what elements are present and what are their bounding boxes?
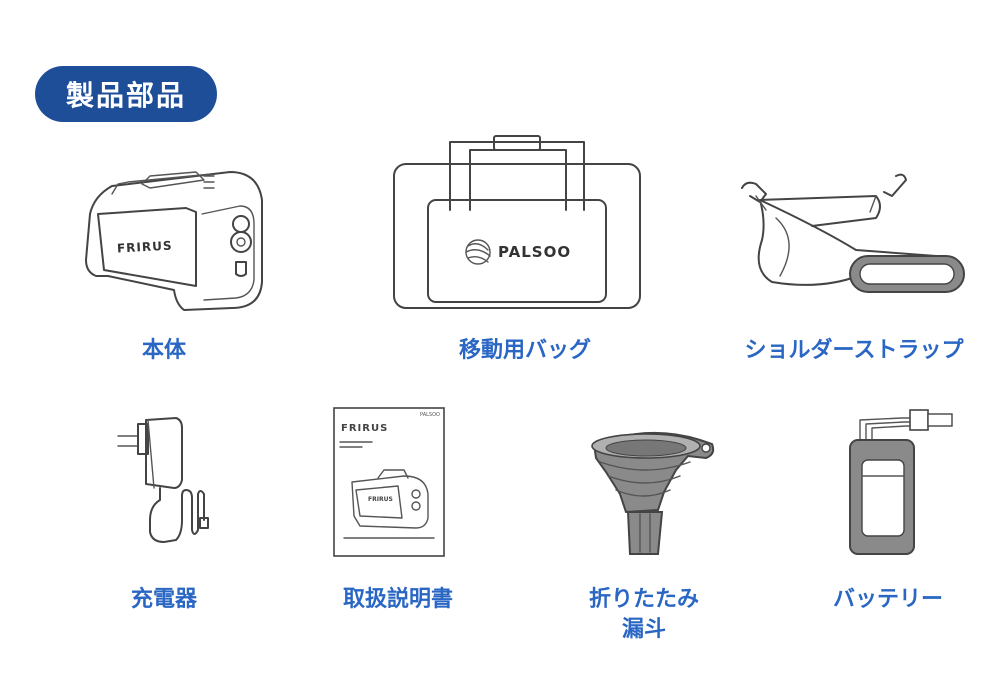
item-label: ショルダーストラップ [744,338,964,363]
item-label: 充電器 [130,587,197,612]
manual-bag-logo: PALSOO [420,412,440,418]
bag-logo: PALSOO [498,243,572,261]
item-label: バッテリー [832,587,943,612]
item-label: 本体 [141,338,186,363]
item-label: 取扱説明書 [342,587,453,612]
manual-brand: FRIRUS [341,423,389,434]
item-label-line1: 折りたたみ [588,587,699,612]
item-label-line2: 漏斗 [621,617,666,642]
manual-cover-brand: FRIRUS [368,496,393,503]
section-title: 製品部品 [35,66,217,122]
item-label: 移動用バッグ [458,338,591,363]
item-label: 折りたたみ 漏斗 [504,585,784,645]
